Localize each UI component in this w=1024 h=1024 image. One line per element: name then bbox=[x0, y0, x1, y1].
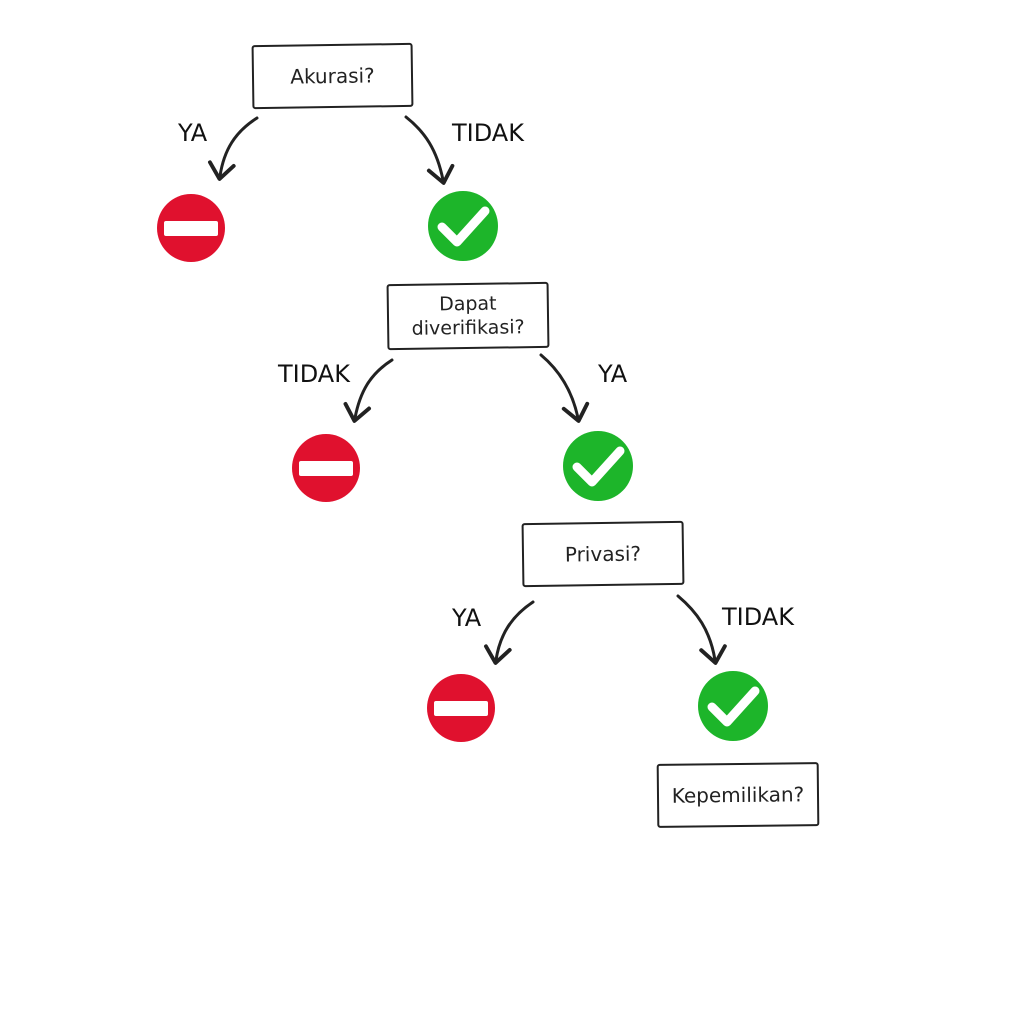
branch-label-2-right: YA bbox=[598, 360, 628, 388]
stop-icon bbox=[427, 674, 495, 742]
branch-label-2-left: TIDAK bbox=[278, 360, 350, 388]
check-icon bbox=[563, 431, 633, 501]
arrow-2-left bbox=[343, 358, 394, 423]
arrow-3-right bbox=[676, 594, 727, 665]
stop-icon bbox=[292, 434, 360, 502]
branch-label-3-right: TIDAK bbox=[722, 603, 794, 631]
check-icon bbox=[428, 191, 498, 261]
arrow-3-left bbox=[484, 600, 535, 665]
check-icon bbox=[698, 671, 768, 741]
stop-icon bbox=[157, 194, 225, 262]
arrow-1-left bbox=[208, 116, 259, 181]
branch-label-3-left: YA bbox=[452, 604, 482, 632]
branch-label-1-right: TIDAK bbox=[452, 119, 524, 147]
arrow-2-right bbox=[539, 353, 590, 423]
arrow-1-right bbox=[404, 115, 455, 185]
branch-label-1-left: YA bbox=[178, 119, 208, 147]
